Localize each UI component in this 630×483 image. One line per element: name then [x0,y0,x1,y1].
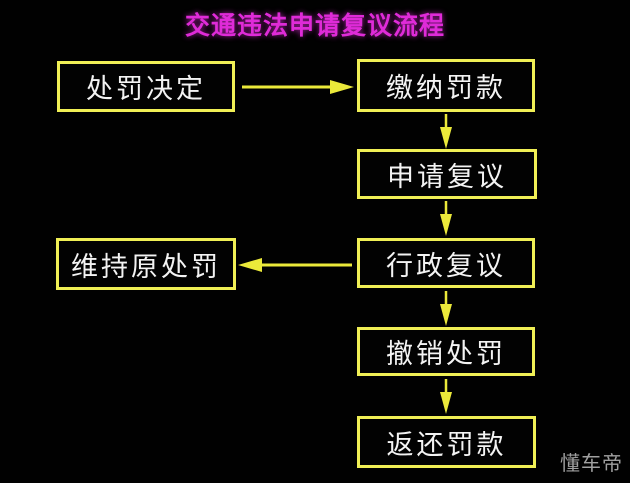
flowchart-node-pay-fine: 缴纳罚款 [357,59,535,112]
node-label: 申请复议 [387,161,507,192]
flowchart-node-maintain-penalty: 维持原处罚 [56,238,236,290]
watermark: 懂车帝 [560,453,623,475]
flowchart-node-return-fine: 返还罚款 [357,416,536,468]
node-label: 维持原处罚 [71,251,221,282]
arrow-down-icon [437,201,455,236]
arrow-down-icon [437,291,455,326]
flowchart-node-admin-review: 行政复议 [357,238,535,288]
flowchart-node-revoke-penalty: 撤销处罚 [357,327,535,376]
page-title: 交通违法申请复议流程 [184,12,445,40]
node-label: 行政复议 [386,250,506,281]
node-label: 缴纳罚款 [386,73,506,103]
node-label: 撤销处罚 [386,339,506,369]
flowchart-node-penalty-decision: 处罚决定 [57,61,235,112]
node-label: 返还罚款 [386,429,507,460]
flowchart-node-apply-review: 申请复议 [357,149,537,199]
arrow-right-icon [242,78,354,96]
arrow-down-icon [437,379,455,414]
arrow-down-icon [437,114,455,149]
arrow-left-icon [238,256,352,274]
node-label: 处罚决定 [86,74,206,104]
